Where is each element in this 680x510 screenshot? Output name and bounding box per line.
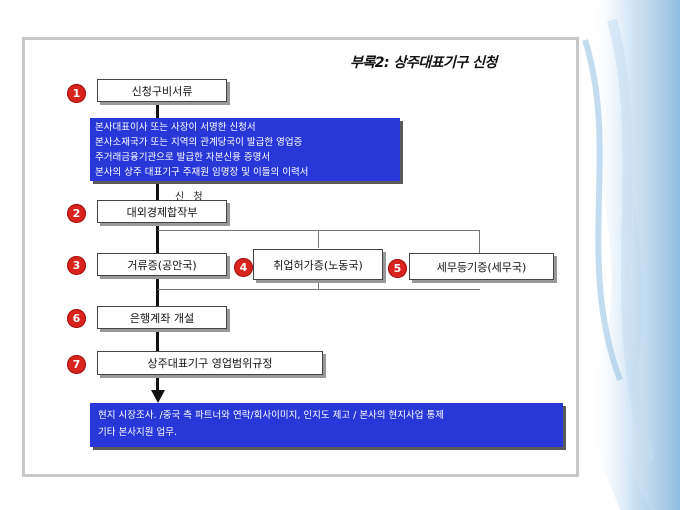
- representative-office-scope-box: 현지 시장조사. /중국 측 파트너와 연락/회사이미지, 인지도 제고 / 본…: [90, 403, 563, 447]
- step-6-badge: 6: [67, 309, 86, 328]
- scope-line: 현지 시장조사. /중국 측 파트너와 연락/회사이미지, 인지도 제고 / 본…: [98, 410, 445, 421]
- arrow-head: [151, 390, 165, 403]
- step-5-badge: 5: [388, 259, 407, 278]
- required-documents-box: 본사대표이사 또는 사장이 서명한 신청서 본사소재국가 또는 지역의 관계당국…: [90, 118, 400, 181]
- step-1-box: 신청구비서류: [97, 79, 227, 102]
- branch-bottom-line: [158, 289, 480, 290]
- document-item: 본사의 상주 대표기구 주재원 임명장 및 이들의 이력서: [95, 167, 309, 178]
- document-item: 본사대표이사 또는 사장이 서명한 신청서: [95, 122, 256, 133]
- step-7-box: 상주대표기구 영업범위규정: [97, 351, 323, 375]
- page-title: 부록2: 상주대표기구 신청: [350, 55, 497, 71]
- step-5-box: 세무등기증(세무국): [409, 253, 554, 280]
- scope-line: 기타 본사지원 업무.: [98, 427, 177, 438]
- main-connector: [156, 103, 159, 393]
- document-item: 본사소재국가 또는 지역의 관계당국이 발급한 영업증: [95, 137, 303, 148]
- branch-5-up: [479, 230, 480, 254]
- branch-top-line: [158, 230, 480, 231]
- step-2-badge: 2: [67, 204, 86, 223]
- document-item: 주거래금융기관으로 발급한 자본신용 증명서: [95, 152, 271, 163]
- step-3-box: 거류증(공안국): [97, 253, 227, 276]
- step-4-box: 취업허가증(노동국): [253, 249, 383, 280]
- step-7-badge: 7: [67, 355, 86, 374]
- apply-label: 신 청: [175, 192, 206, 203]
- step-3-badge: 3: [67, 256, 86, 275]
- branch-4-down: [318, 282, 319, 290]
- step-2-box: 대외경제합작부: [97, 200, 227, 223]
- step-6-box: 은행계좌 개설: [97, 306, 227, 329]
- branch-4-up: [318, 230, 319, 248]
- step-1-badge: 1: [67, 84, 86, 103]
- step-4-badge: 4: [234, 258, 253, 277]
